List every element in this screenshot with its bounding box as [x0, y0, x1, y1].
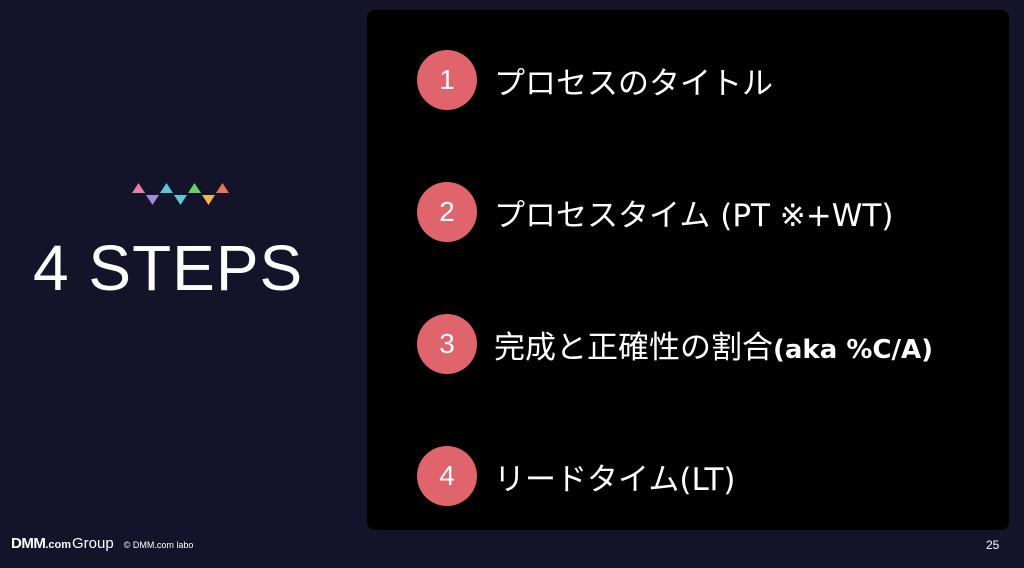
- triangle-up-icon: [132, 183, 145, 193]
- step-number-badge: 4: [417, 446, 477, 506]
- dmm-logo-group: Group: [72, 535, 114, 552]
- step-number-badge: 1: [417, 50, 477, 110]
- page-number: 25: [986, 538, 1000, 552]
- step-label: リードタイム(LT): [494, 454, 736, 499]
- step-item-1: 1 プロセスのタイトル: [417, 49, 773, 111]
- step-label-text: リードタイム(LT): [494, 461, 736, 498]
- step-label: プロセスのタイトル: [494, 58, 773, 103]
- copyright-text: © DMM.com labo: [123, 540, 194, 550]
- step-number-badge: 2: [417, 182, 477, 242]
- triangle-up-icon: [160, 183, 173, 193]
- step-label-text: プロセスタイム (PT ※+WT): [494, 197, 894, 234]
- triangle-up-icon: [216, 183, 229, 193]
- step-label-suffix: (aka %C/A): [773, 334, 933, 365]
- step-label: 完成と正確性の割合(aka %C/A): [494, 322, 933, 367]
- step-label: プロセスタイム (PT ※+WT): [494, 190, 893, 235]
- slide-title: 4 STEPS: [33, 232, 304, 304]
- step-label-text: プロセスのタイトル: [494, 65, 773, 102]
- triangle-down-icon: [174, 195, 187, 205]
- decorative-triangles-icon: [132, 183, 229, 205]
- dmm-logo-com: .com: [45, 539, 72, 551]
- triangle-up-icon: [188, 183, 201, 193]
- triangle-down-icon: [146, 195, 159, 205]
- step-number-badge: 3: [417, 314, 477, 374]
- steps-panel: 1 プロセスのタイトル 2 プロセスタイム (PT ※+WT) 3 完成と正確性…: [367, 10, 1009, 530]
- dmm-logo: DMM: [11, 535, 46, 552]
- step-item-3: 3 完成と正確性の割合(aka %C/A): [417, 313, 933, 375]
- triangle-down-icon: [202, 195, 215, 205]
- step-item-2: 2 プロセスタイム (PT ※+WT): [417, 181, 893, 243]
- step-label-text: 完成と正確性の割合: [494, 329, 773, 366]
- step-item-4: 4 リードタイム(LT): [417, 445, 736, 507]
